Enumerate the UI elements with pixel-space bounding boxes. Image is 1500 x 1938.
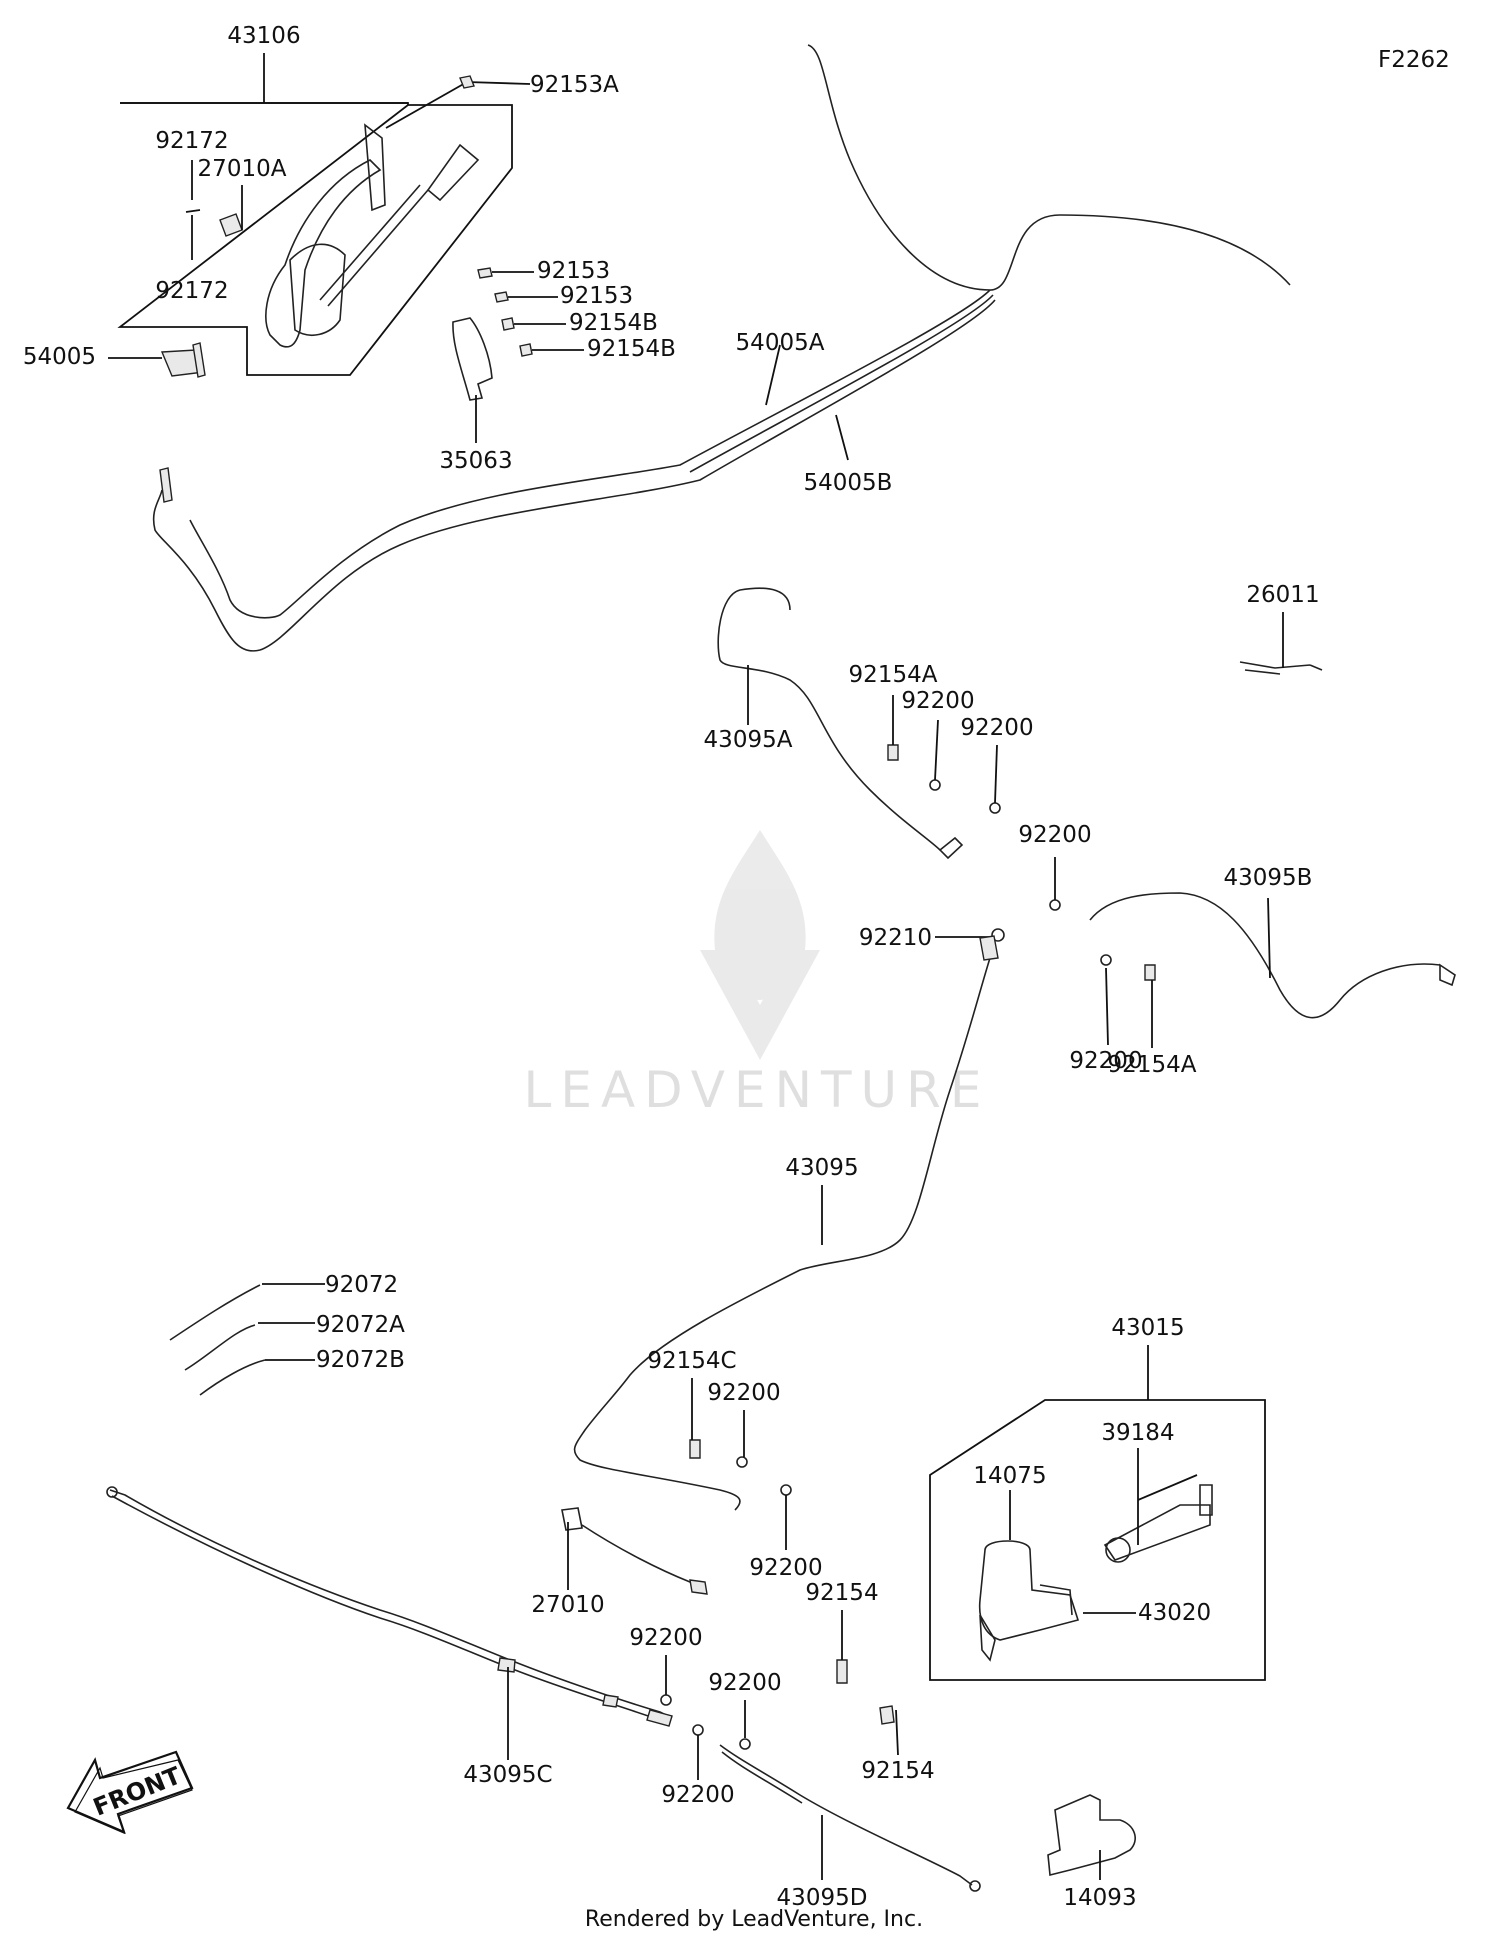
part-label-92072b: 92072B: [316, 1347, 405, 1373]
part-label-35063: 35063: [439, 448, 512, 474]
render-credit: Rendered by LeadVenture, Inc.: [585, 1907, 923, 1932]
part-label-43106: 43106: [227, 23, 300, 49]
part-label-43095c: 43095C: [463, 1762, 552, 1788]
part-label-43095b: 43095B: [1224, 865, 1313, 891]
watermark-text: LEADVENTURE: [524, 1061, 991, 1119]
part-label-43095a: 43095A: [704, 727, 793, 753]
part-label-54005b: 54005B: [804, 470, 893, 496]
leadventure-watermark: LEADVENTURE: [524, 830, 991, 1119]
brake-cable-43095D: [719, 1744, 973, 1886]
part-label-92210: 92210: [859, 925, 932, 951]
part-label-92200: 92200: [707, 1380, 780, 1406]
part-label-92154a: 92154A: [849, 662, 938, 688]
part-label-92200: 92200: [749, 1555, 822, 1581]
bracket-14093: [1047, 1794, 1136, 1877]
flame-logo-icon: [714, 830, 806, 1000]
switch-27010: [561, 1507, 706, 1591]
part-label-92200: 92200: [661, 1782, 734, 1808]
part-label-92154b: 92154B: [587, 336, 676, 362]
master-cylinder-14075: [978, 1540, 1080, 1641]
part-labels: 4310692153A9217227010A921725400592153921…: [23, 23, 1320, 1911]
brake-hose-43095: [573, 957, 991, 1511]
part-label-92154: 92154: [861, 1758, 934, 1784]
cable-54005B: [152, 299, 996, 652]
part-label-92153: 92153: [560, 283, 633, 309]
part-label-92200: 92200: [1069, 1048, 1142, 1074]
part-label-27010a: 27010A: [198, 156, 287, 182]
part-label-43015: 43015: [1111, 1315, 1184, 1341]
part-label-92200: 92200: [1018, 822, 1091, 848]
part-label-92153: 92153: [537, 258, 610, 284]
part-label-92172: 92172: [155, 278, 228, 304]
part-label-43020: 43020: [1138, 1600, 1211, 1626]
part-label-92172: 92172: [155, 128, 228, 154]
cable-54005A: [807, 44, 1291, 291]
bracket-35063: [452, 317, 493, 401]
part-label-43095: 43095: [785, 1155, 858, 1181]
clips-92072: [169, 1284, 266, 1396]
part-label-92200: 92200: [629, 1625, 702, 1651]
part-label-92200: 92200: [960, 715, 1033, 741]
part-label-43095d: 43095D: [777, 1885, 868, 1911]
part-label-14075: 14075: [973, 1463, 1046, 1489]
part-label-92200: 92200: [901, 688, 974, 714]
part-label-92153a: 92153A: [530, 72, 619, 98]
part-label-92154b: 92154B: [569, 310, 658, 336]
part-label-39184: 39184: [1101, 1420, 1174, 1446]
part-label-92072a: 92072A: [316, 1312, 405, 1338]
diagram-code: F2262: [1378, 47, 1450, 73]
front-direction-arrow: FRONT: [66, 1750, 194, 1835]
part-label-92154: 92154: [805, 1580, 878, 1606]
part-label-92154a: 92154A: [1108, 1052, 1197, 1078]
screw-fasteners: [477, 267, 533, 357]
small-fasteners-upper: [887, 744, 1061, 942]
part-label-14093: 14093: [1063, 1885, 1136, 1911]
part-label-54005: 54005: [23, 344, 96, 370]
reservoir-cap-39184: [1103, 1504, 1211, 1561]
part-label-27010: 27010: [531, 1592, 604, 1618]
emergency-brake-lever: [265, 159, 382, 348]
part-label-92200: 92200: [708, 1670, 781, 1696]
part-label-26011: 26011: [1246, 582, 1319, 608]
part-label-54005a: 54005A: [736, 330, 825, 356]
part-label-92072: 92072: [325, 1272, 398, 1298]
brake-hose-43095B: [1089, 892, 1441, 1019]
brake-cable-43095C: [109, 1489, 673, 1719]
wire-harness-26011: [1239, 661, 1323, 675]
group-box-43015: [929, 1399, 1266, 1681]
brake-hose-43095A: [717, 587, 941, 851]
part-label-92154c: 92154C: [647, 1348, 736, 1374]
